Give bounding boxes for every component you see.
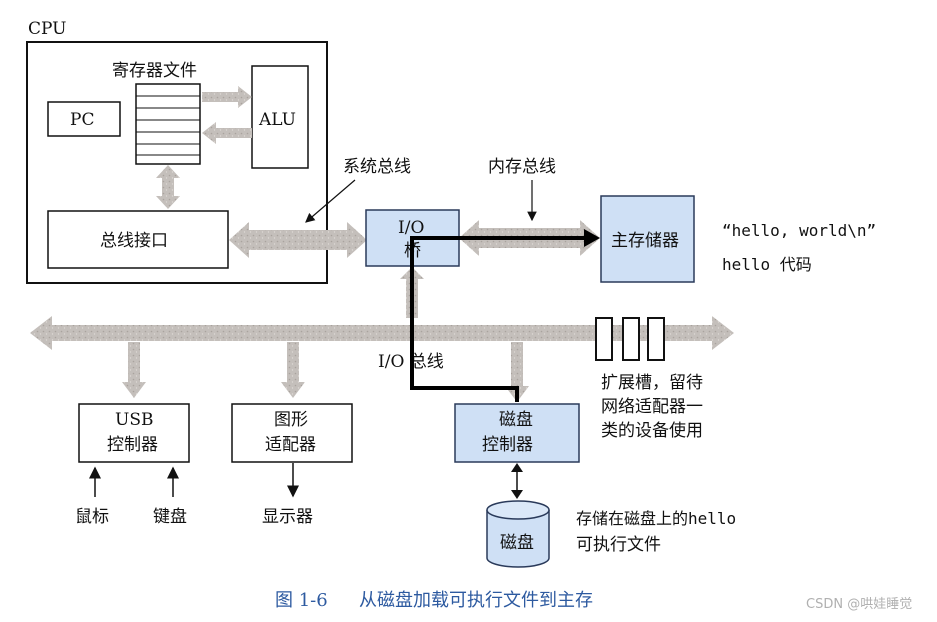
hello-code-label: hello 代码: [722, 255, 812, 274]
io-bridge-label-line1: I/O: [398, 218, 424, 238]
expansion-label-line1: 扩展槽，留待: [601, 373, 703, 393]
bus-interface-box: [47, 210, 229, 269]
bus-interface-label: 总线接口: [100, 231, 168, 251]
usb-controller-label-line2: 控制器: [107, 435, 158, 455]
disk-note-line1: 存储在磁盘上的hello: [576, 509, 736, 528]
system-bus-label: 系统总线: [343, 157, 411, 177]
system-bus-pointer: [305, 179, 356, 223]
cpu-label: CPU: [28, 19, 66, 39]
alu-box: [251, 65, 309, 169]
disk-controller-label-line1: 磁盘: [499, 410, 533, 430]
alu-to-regfile-arrow: [202, 122, 252, 144]
graphics-adapter-label-line2: 适配器: [265, 435, 316, 455]
expansion-label-line2: 网络适配器一: [601, 397, 703, 417]
cpu-box: [26, 41, 328, 284]
disk-link-arrow-up: [511, 463, 523, 472]
usb-drop-arrow: [122, 342, 146, 398]
hello-string: “hello, world\n”: [722, 221, 876, 240]
graphics-drop-arrow: [281, 342, 305, 398]
mouse-label: 鼠标: [75, 507, 109, 527]
load-data-path-arrowhead: [584, 229, 600, 247]
register-file: [135, 83, 201, 165]
pc-label: PC: [70, 110, 94, 130]
watermark: CSDN @哄娃睡觉: [806, 597, 912, 612]
system-bus: [229, 222, 367, 258]
keyboard-label: 键盘: [153, 507, 187, 527]
pc-register: [47, 101, 121, 137]
regfile-to-alu-arrow: [202, 86, 252, 108]
disk-label: 磁盘: [500, 533, 534, 553]
expansion-label-line3: 类的设备使用: [601, 420, 703, 441]
expansion-slots: [595, 317, 665, 361]
figure-caption: 从磁盘加载可执行文件到主存: [359, 590, 593, 611]
load-data-path: [410, 236, 584, 402]
disk-controller-box: [454, 403, 580, 463]
memory-bus-label: 内存总线: [488, 157, 556, 177]
disk-cylinder: [486, 500, 550, 568]
figure-number: 图 1-6: [275, 590, 328, 611]
display-label: 显示器: [262, 507, 313, 527]
graphics-adapter-box: [231, 403, 353, 463]
graphics-adapter-label-line1: 图形: [274, 410, 308, 430]
main-memory-box: [600, 195, 695, 283]
regfile-bus-interface-arrow: [156, 165, 180, 209]
disk-note-line2: 可执行文件: [576, 535, 661, 555]
main-memory-label: 主存储器: [611, 231, 679, 251]
disk-controller-label-line2: 控制器: [482, 435, 533, 455]
register-file-label: 寄存器文件: [112, 61, 197, 81]
usb-controller-label-line1: USB: [115, 410, 153, 430]
alu-label: ALU: [258, 110, 296, 130]
disk-link-arrow-down: [511, 490, 523, 499]
io-bus: [30, 316, 734, 350]
usb-controller-box: [78, 403, 190, 463]
